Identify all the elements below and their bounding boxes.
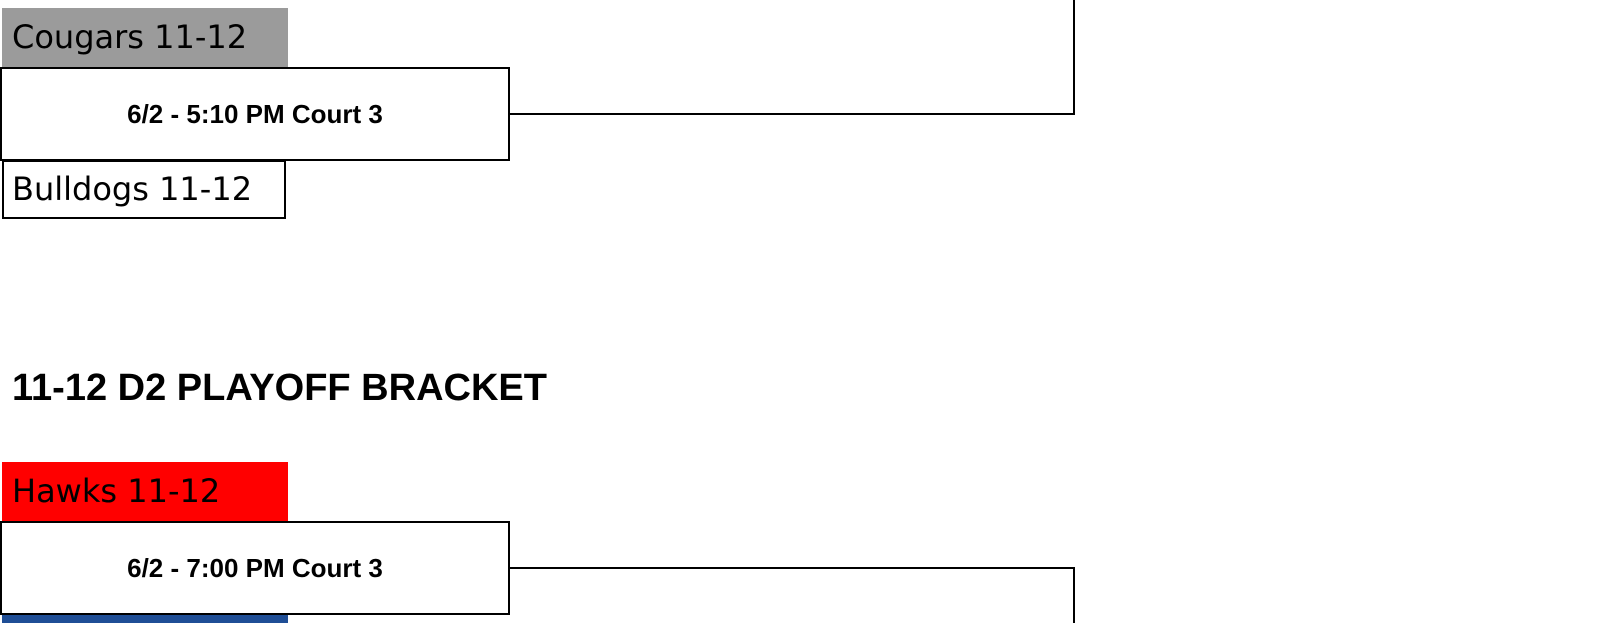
team-name: Hawks 11-12 (12, 472, 221, 510)
team-bulldogs: Bulldogs 11-12 (2, 160, 286, 219)
bracket-connector-vertical (1073, 567, 1075, 623)
team-name: Cougars 11-12 (12, 18, 248, 56)
bracket-title: 11-12 D2 PLAYOFF BRACKET (12, 367, 547, 409)
team-bottom-d2 (2, 615, 288, 623)
team-cougars: Cougars 11-12 (2, 8, 288, 67)
bracket-connector-horizontal (508, 113, 1075, 115)
bracket-connector-vertical (1073, 0, 1075, 115)
team-name: Bulldogs 11-12 (12, 170, 253, 208)
game-box-d1: 6/2 - 5:10 PM Court 3 (0, 67, 510, 161)
bracket-connector-horizontal (508, 567, 1075, 569)
game-time-label: 6/2 - 7:00 PM Court 3 (127, 552, 383, 583)
game-time-label: 6/2 - 5:10 PM Court 3 (127, 98, 383, 129)
game-box-d2: 6/2 - 7:00 PM Court 3 (0, 521, 510, 615)
team-hawks: Hawks 11-12 (2, 462, 288, 521)
